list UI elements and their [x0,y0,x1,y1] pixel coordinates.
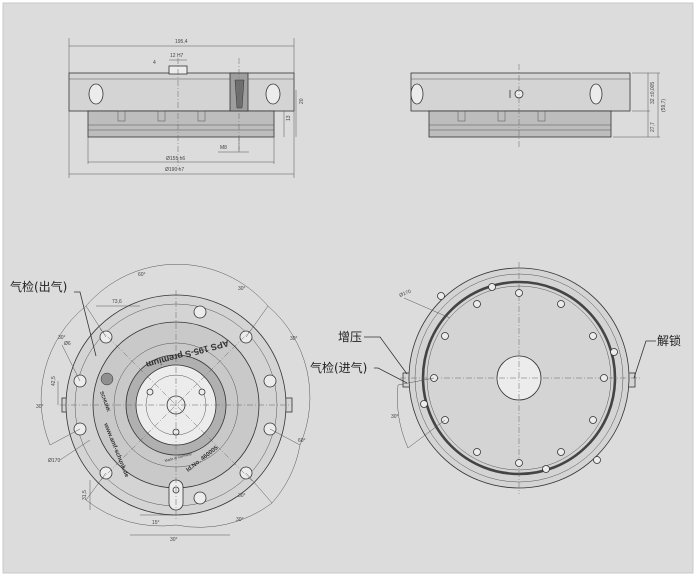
dim-d6: Ø6 [64,341,71,347]
engraving-origin: Made in Germany [164,452,192,463]
dim-ang-60: 60° [138,272,146,278]
dim-d170: Ø170 [48,458,60,464]
dim-ang-30b: 30° [290,336,298,342]
dim-h-277: 27,7 [650,122,656,132]
callouts: 气检(出气) 增压 气检(进气) 解锁 [10,279,681,384]
dim-ang-30d: 30° [36,404,44,410]
dim-h-597: (59,7) [661,99,667,112]
dim-d155: Ø155 h6 [166,156,185,162]
dim-ang-30a: 30° [238,286,246,292]
dim-ang-30c: 30° [236,517,244,523]
dim-tol-12: 12 H7 [170,53,184,59]
label-air-check-in: 气检(进气) [310,360,367,375]
side-view: 32 ±0,005 27,7 (59,7) [410,64,667,148]
dim-ang-30h: 30° [391,414,399,420]
label-boost: 增压 [338,330,362,344]
dim-ang-30f: 30° [238,493,246,499]
dim-d736: 73,6 [112,299,122,305]
dim-ang-30e: 30° [58,335,66,341]
label-unlock: 解锁 [657,333,681,348]
bottom-view: Ø170 30° [391,262,640,494]
dim-d190: Ø190 h7 [165,167,184,173]
dim-h-20: 20 [299,98,305,104]
top-view: 60° 30° 30° 60° 30° 30° 30° 73,6 Ø6 42,5… [36,264,311,543]
dim-ang-30g: 30° [170,537,178,543]
dim-h-13: 13 [286,115,292,121]
dim-d170b: Ø170 [399,289,413,299]
dim-ang-60b: 60° [298,438,306,444]
dim-h-32: 32 ±0,005 [650,82,656,104]
dim-width-top: 195,4 [175,39,188,45]
dim-m8: M8 [220,145,227,151]
dim-d315: 31,5 [82,490,88,500]
dim-ang-15: 15° [152,520,160,526]
dim-d42: 42,5 [51,376,57,386]
label-air-check-out: 气检(出气) [10,279,67,294]
front-view: 195,4 12 H7 4 20 13 M8 Ø155 h6 Ø190 h7 [68,38,305,178]
dim-4: 4 [153,60,156,66]
